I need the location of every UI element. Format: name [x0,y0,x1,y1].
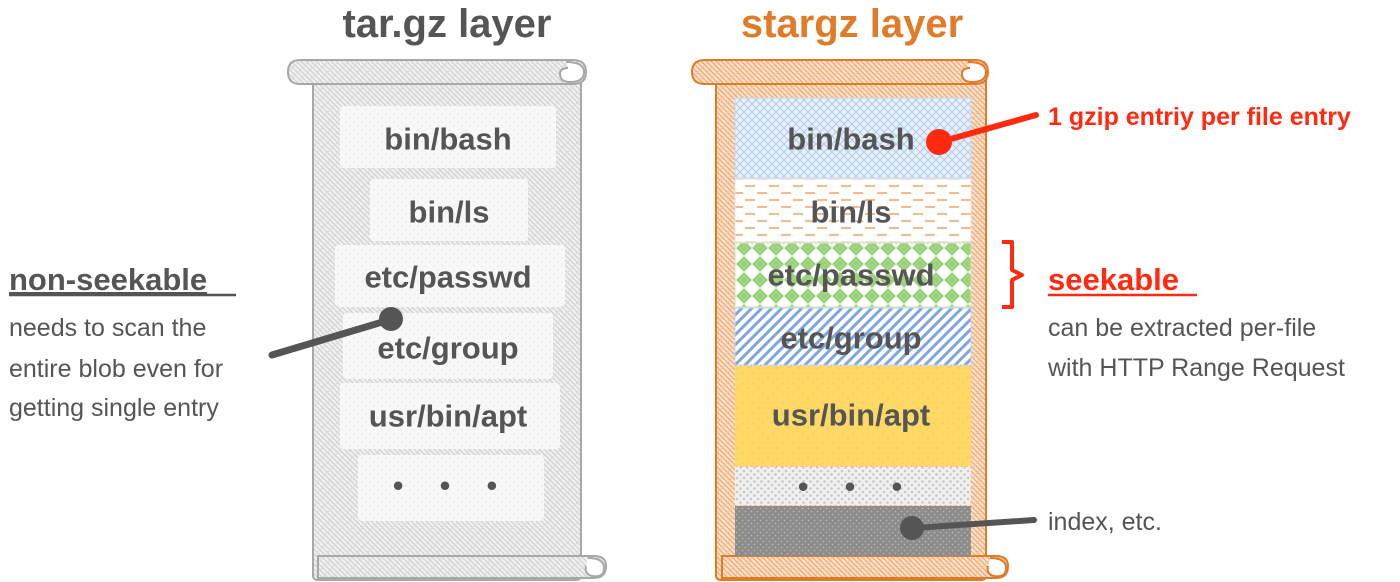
stargz-entry-4: etc/group [734,307,972,366]
stargz-entry-5: usr/bin/apt [735,366,971,466]
tar-entry-3: etc/passwd [335,245,565,307]
tar-entry-label: etc/group [377,331,518,366]
non-seekable-heading: non-seekable [9,262,207,297]
stargz-entry-6: • • • [735,467,971,505]
tar-entry-1: bin/bash [340,106,556,168]
stargz-index-block [735,506,971,556]
stargz-entry-3: etc/passwd [734,242,972,308]
stargz-entry-label: bin/ls [811,195,892,230]
index-label: index, etc. [1048,508,1162,536]
stargz-title: stargz layer [741,2,963,46]
gzip-entry-callout: 1 gzip entriy per file entry [1048,103,1351,131]
seekable-bracket [1002,240,1024,309]
tar-gz-title: tar.gz layer [342,2,551,46]
stargz-entry-label: etc/passwd [767,258,934,293]
stargz-entry-label: usr/bin/apt [772,398,930,433]
tar-entry-5: usr/bin/apt [340,383,560,449]
non-seekable-line-3: getting single entry [9,394,219,422]
non-seekable-line-2: entire blob even for [9,355,223,383]
tar-entry-6: • • • [358,455,544,521]
tar-entry-label: etc/passwd [364,260,531,295]
stargz-entry-label: etc/group [780,321,921,356]
non-seekable-connector [268,307,403,359]
gzip-entry-connector [926,112,1039,155]
stargz-entry-label: bin/bash [787,122,914,157]
seekable-line-2: with HTTP Range Request [1047,354,1345,382]
index-connector [900,516,1037,540]
tar-entry-label: bin/bash [384,122,511,157]
stargz-entry-ellipsis: • • • [798,471,916,504]
seekable-line-1: can be extracted per-file [1048,314,1316,342]
seekable-heading: seekable [1048,262,1179,297]
tar-entry-label: bin/ls [409,195,490,230]
stargz-entry-2: bin/ls [734,178,972,243]
non-seekable-line-1: needs to scan the [9,314,206,342]
tar-entry-label: usr/bin/apt [369,399,527,434]
tar-entry-ellipsis: • • • [393,470,511,503]
tar-entry-2: bin/ls [370,179,528,241]
